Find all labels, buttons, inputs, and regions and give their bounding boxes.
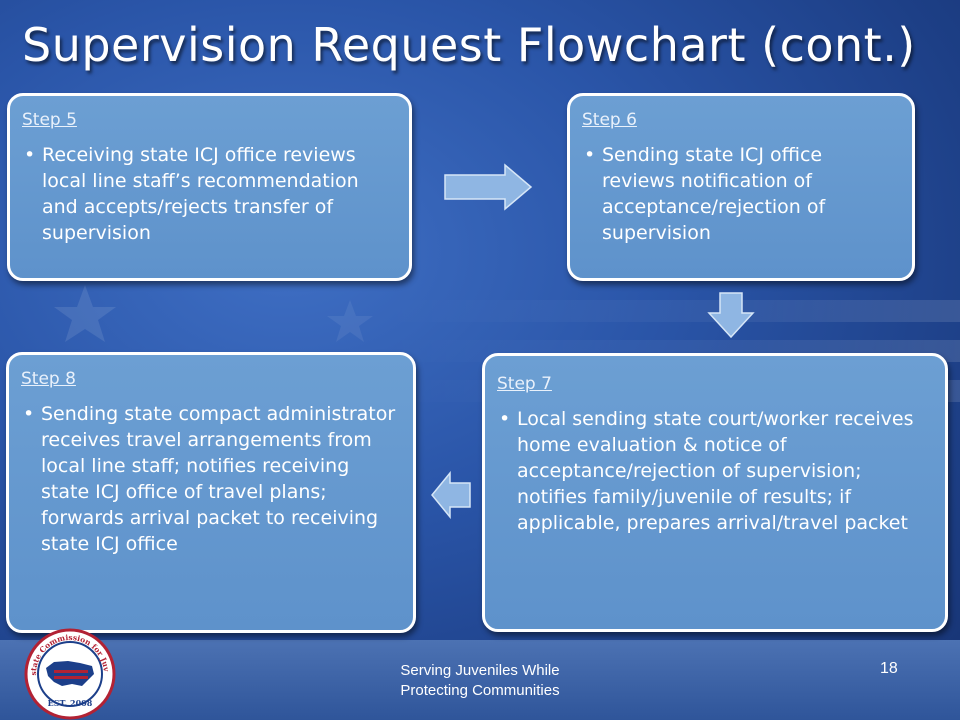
- step-6-text: Sending state ICJ office reviews notific…: [602, 144, 826, 244]
- step-7-box: Step 7 • Local sending state court/worke…: [482, 353, 948, 632]
- logo-est-text: EST. 2008: [48, 698, 93, 708]
- step-6-box: Step 6 • Sending state ICJ office review…: [567, 93, 915, 281]
- arrow-right-icon: [444, 163, 533, 211]
- step-5-bullet: • Receiving state ICJ office reviews loc…: [22, 142, 393, 246]
- step-8-text: Sending state compact administrator rece…: [41, 403, 396, 555]
- step-6-label: Step 6: [582, 110, 637, 130]
- step-5-text: Receiving state ICJ office reviews local…: [42, 144, 359, 244]
- step-8-box: Step 8 • Sending state compact administr…: [6, 352, 416, 633]
- slide-title: Supervision Request Flowchart (cont.): [22, 18, 916, 72]
- arrow-left-icon: [431, 471, 471, 519]
- step-7-text: Local sending state court/worker receive…: [517, 408, 914, 534]
- icj-seal-logo: Interstate Commission for Juveniles EST.…: [24, 628, 116, 720]
- footer-tagline: Serving Juveniles While Protecting Commu…: [352, 661, 608, 701]
- bullet-icon: •: [23, 403, 35, 425]
- step-8-label: Step 8: [21, 369, 76, 389]
- step-5-label: Step 5: [22, 110, 77, 130]
- bullet-icon: •: [24, 144, 36, 166]
- footer-bar: [0, 640, 960, 720]
- bullet-icon: •: [499, 408, 511, 430]
- step-5-box: Step 5 • Receiving state ICJ office revi…: [7, 93, 412, 281]
- arrow-down-icon: [707, 292, 755, 339]
- step-7-bullet: • Local sending state court/worker recei…: [497, 406, 929, 536]
- bullet-icon: •: [584, 144, 596, 166]
- step-6-bullet: • Sending state ICJ office reviews notif…: [582, 142, 896, 246]
- step-7-label: Step 7: [497, 374, 552, 394]
- page-number: 18: [880, 660, 898, 677]
- step-8-bullet: • Sending state compact administrator re…: [21, 401, 397, 557]
- footer-line-1: Serving Juveniles While: [400, 662, 560, 679]
- footer-line-2: Protecting Communities: [400, 682, 560, 699]
